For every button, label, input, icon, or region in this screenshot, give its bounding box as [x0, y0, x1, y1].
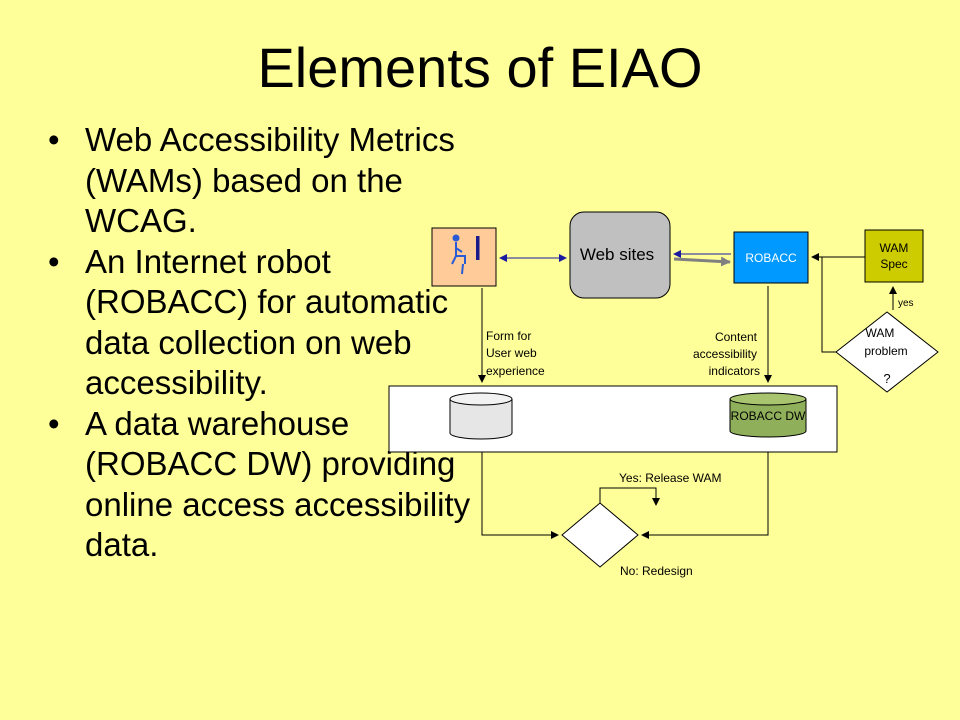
release-label: Yes: Release WAM	[619, 471, 722, 485]
bullet-dot: •	[48, 242, 60, 280]
left-to-decision	[481, 452, 559, 539]
robacc-node: ROBACC	[733, 231, 809, 284]
bullet-text: An Internet robot (ROBACC) for automatic…	[85, 242, 449, 402]
problem-robacc-loop	[821, 257, 836, 353]
slide-title: Elements of EIAO	[257, 36, 703, 99]
bullet-item: • Web Accessibility Metrics (WAMs) based…	[42, 120, 482, 242]
release-decision	[561, 502, 639, 568]
wam-spec-label: Spec	[880, 257, 907, 271]
yes-label: yes	[898, 298, 914, 309]
robacc-dw-store: ROBACC DW	[729, 392, 807, 438]
form-label: User web	[486, 346, 537, 360]
bullet-text: A data warehouse (ROBACC DW) providing o…	[85, 404, 471, 564]
web-sites-label: Web sites	[580, 245, 654, 264]
wam-problem-label: problem	[864, 344, 907, 358]
wam-problem-decision: WAM problem ?	[835, 311, 939, 393]
bullet-item: • An Internet robot (ROBACC) for automati…	[42, 242, 482, 404]
content-label: Content	[715, 330, 758, 344]
web-robacc-thick-arrow	[673, 256, 731, 267]
form-label: Form for	[486, 329, 531, 343]
content-label: indicators	[709, 364, 760, 378]
robacc-label: ROBACC	[745, 251, 797, 265]
redesign-label: No: Redesign	[620, 564, 693, 578]
content-label: accessibility	[693, 347, 757, 361]
wam-problem-label: ?	[883, 371, 890, 386]
bullet-dot: •	[48, 121, 60, 158]
right-to-decision	[641, 452, 769, 539]
robacc-dw-label: ROBACC DW	[731, 409, 806, 423]
wam-spec-label: WAM	[880, 241, 909, 255]
release-loop	[599, 487, 660, 506]
bullet-text: Web Accessibility Metrics (WAMs) based o…	[85, 121, 455, 239]
wam-problem-label: WAM	[866, 326, 895, 340]
wam-spec-node: WAM Spec	[864, 229, 924, 283]
form-label: experience	[486, 364, 545, 378]
bullet-list: • Web Accessibility Metrics (WAMs) based…	[42, 120, 482, 566]
bullet-item: • A data warehouse (ROBACC DW) providing …	[42, 404, 482, 566]
bullet-dot: •	[48, 404, 60, 442]
web-sites-node: Web sites	[569, 211, 671, 299]
